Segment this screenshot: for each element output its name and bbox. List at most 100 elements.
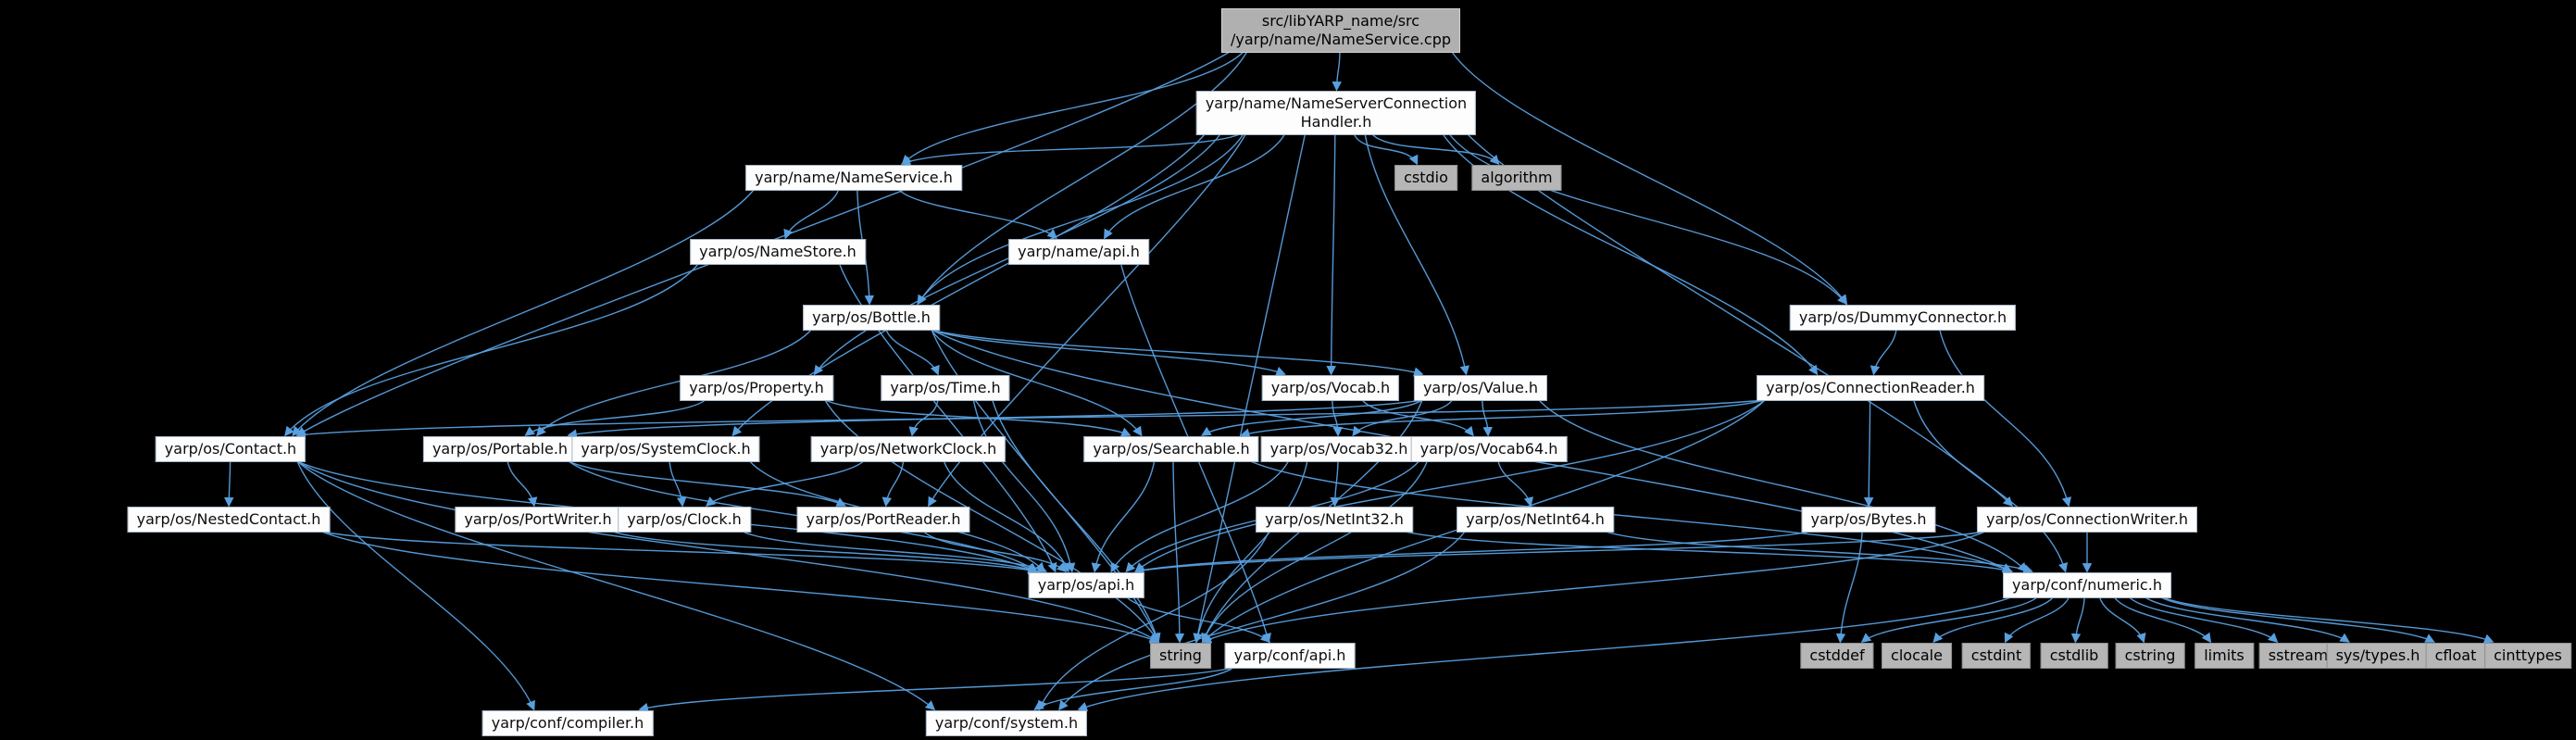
edge-time-netclock xyxy=(908,399,939,437)
graph-node-systypes: sys/types.h xyxy=(2326,643,2430,669)
graph-node-property[interactable]: yarp/os/Property.h xyxy=(680,375,833,401)
edge-handler-cstdio xyxy=(1353,133,1419,166)
edge-numeric-cstddef xyxy=(1860,596,2038,643)
graph-node-netint64[interactable]: yarp/os/NetInt64.h xyxy=(1457,507,1614,533)
edge-nested-string xyxy=(321,531,1160,644)
edge-numeric-cstring xyxy=(2098,596,2146,644)
edge-root-dummy xyxy=(1451,51,1848,306)
edge-namestore-contact xyxy=(284,263,699,437)
graph-node-string: string xyxy=(1150,643,1211,669)
graph-node-sysclock[interactable]: yarp/os/SystemClock.h xyxy=(571,436,760,462)
edge-netint64-system xyxy=(1058,531,1466,711)
graph-node-bottle[interactable]: yarp/os/Bottle.h xyxy=(803,305,940,331)
edge-handler-vocab xyxy=(1326,133,1336,376)
edge-property-string xyxy=(824,399,1159,644)
edge-time-string xyxy=(992,399,1161,644)
edge-root-handler xyxy=(1332,51,1342,92)
edge-sysclock-clock xyxy=(669,460,687,508)
graph-node-connwriter[interactable]: yarp/os/ConnectionWriter.h xyxy=(1976,507,2198,533)
edge-contact-compiler xyxy=(296,460,535,711)
edge-numeric-clocale xyxy=(1932,596,2054,644)
edge-bottle-portable xyxy=(536,329,812,437)
edge-handler-algorithm xyxy=(1371,133,1500,166)
graph-node-dummy[interactable]: yarp/os/DummyConnector.h xyxy=(1789,305,2017,331)
edge-numeric-system xyxy=(1077,596,2012,711)
graph-node-handler[interactable]: yarp/name/NameServerConnection Handler.h xyxy=(1195,91,1477,135)
graph-node-time[interactable]: yarp/os/Time.h xyxy=(881,375,1010,401)
graph-node-cstdint: cstdint xyxy=(1961,643,2032,669)
edge-searchable-osapi xyxy=(1091,460,1156,573)
graph-node-osapi[interactable]: yarp/os/api.h xyxy=(1028,572,1144,598)
graph-node-cinttypes: cinttypes xyxy=(2484,643,2571,669)
edge-searchable-numeric xyxy=(1250,460,2013,573)
edge-numeric-cfloat xyxy=(2160,596,2435,643)
edge-connreader-contact xyxy=(295,399,1766,440)
edge-vocab32-string xyxy=(1193,460,1308,644)
edge-vocab32-netint32 xyxy=(1330,460,1340,508)
edge-bottle-searchable xyxy=(931,329,1143,437)
graph-node-cstddef: cstddef xyxy=(1800,643,1874,669)
edge-osapi-confapi xyxy=(1126,596,1271,644)
edge-contact-string xyxy=(296,460,1160,643)
edge-portable-portwriter xyxy=(506,460,538,508)
graph-node-namestore[interactable]: yarp/os/NameStore.h xyxy=(690,239,866,265)
edge-handler-dummy xyxy=(1448,133,1847,306)
graph-node-algorithm: algorithm xyxy=(1471,165,1562,191)
edge-nested-osapi xyxy=(321,531,1039,575)
graph-node-cstdio: cstdio xyxy=(1394,165,1457,191)
graph-node-netint32[interactable]: yarp/os/NetInt32.h xyxy=(1256,507,1413,533)
edge-connreader-osapi xyxy=(1134,399,1766,572)
graph-node-portreader[interactable]: yarp/os/PortReader.h xyxy=(796,507,970,533)
edge-confapi-system xyxy=(1033,667,1234,710)
edge-contact-system xyxy=(296,460,936,711)
edge-netclock-clock xyxy=(706,460,865,508)
edge-portable-portreader xyxy=(568,460,847,507)
edge-value-numeric xyxy=(1538,399,2028,573)
edge-connreader-searchable xyxy=(1239,399,1766,438)
graph-node-value[interactable]: yarp/os/Value.h xyxy=(1413,375,1548,401)
edge-vocab-vocab32 xyxy=(1332,399,1343,437)
edge-value-vocab32 xyxy=(1352,399,1453,437)
edge-clock-osapi xyxy=(742,531,1048,573)
graph-node-bytes[interactable]: yarp/os/Bytes.h xyxy=(1801,507,1936,533)
graph-node-netclock[interactable]: yarp/os/NetworkClock.h xyxy=(810,436,1007,462)
graph-node-cfloat: cfloat xyxy=(2425,643,2486,669)
edge-handler-bottle xyxy=(917,133,1244,306)
graph-node-portable[interactable]: yarp/os/Portable.h xyxy=(422,436,578,462)
graph-node-portwriter[interactable]: yarp/os/PortWriter.h xyxy=(455,507,621,533)
edge-netclock-portreader xyxy=(882,460,905,508)
graph-node-vocab32[interactable]: yarp/os/Vocab32.h xyxy=(1260,436,1418,462)
edge-root-namesvc xyxy=(901,51,1244,166)
edge-vocab64-netint64 xyxy=(1497,460,1534,508)
graph-node-vocab64[interactable]: yarp/os/Vocab64.h xyxy=(1410,436,1568,462)
graph-node-numeric[interactable]: yarp/conf/numeric.h xyxy=(2003,572,2171,598)
edge-contact-nested xyxy=(224,460,234,508)
graph-node-namesvc[interactable]: yarp/name/NameService.h xyxy=(745,165,962,191)
graph-node-compiler[interactable]: yarp/conf/compiler.h xyxy=(481,710,654,736)
graph-node-contact[interactable]: yarp/os/Contact.h xyxy=(155,436,306,462)
graph-node-limits: limits xyxy=(2195,643,2254,669)
edge-handler-nameapi xyxy=(1104,133,1286,240)
edge-handler-namesvc xyxy=(900,133,1241,166)
graph-node-cstdlib: cstdlib xyxy=(2040,643,2108,669)
edge-connwriter-osapi xyxy=(1133,531,1986,575)
graph-node-confapi[interactable]: yarp/conf/api.h xyxy=(1224,643,1356,669)
graph-node-clock[interactable]: yarp/os/Clock.h xyxy=(618,507,751,533)
edge-numeric-cstdlib xyxy=(2070,596,2085,644)
graph-node-vocab[interactable]: yarp/os/Vocab.h xyxy=(1261,375,1400,401)
edge-numeric-cstdint xyxy=(2004,596,2070,644)
graph-node-connreader[interactable]: yarp/os/ConnectionReader.h xyxy=(1757,375,1984,401)
graph-node-system[interactable]: yarp/conf/system.h xyxy=(925,710,1088,736)
graph-node-searchable[interactable]: yarp/os/Searchable.h xyxy=(1083,436,1259,462)
edge-handler-value xyxy=(1364,133,1469,376)
edge-handler-portreader xyxy=(928,133,1246,508)
edge-netclock-osapi xyxy=(943,460,1070,573)
edge-bottle-vocab xyxy=(931,329,1286,376)
edge-bottle-time xyxy=(885,329,940,376)
graph-node-nested[interactable]: yarp/os/NestedContact.h xyxy=(127,507,331,533)
edge-dummy-connwriter xyxy=(1939,329,2072,508)
graph-node-sstream: sstream xyxy=(2258,643,2338,669)
edge-namesvc-nameapi xyxy=(898,189,1057,240)
edge-portreader-osapi xyxy=(923,531,1068,573)
graph-node-nameapi[interactable]: yarp/name/api.h xyxy=(1008,239,1149,265)
